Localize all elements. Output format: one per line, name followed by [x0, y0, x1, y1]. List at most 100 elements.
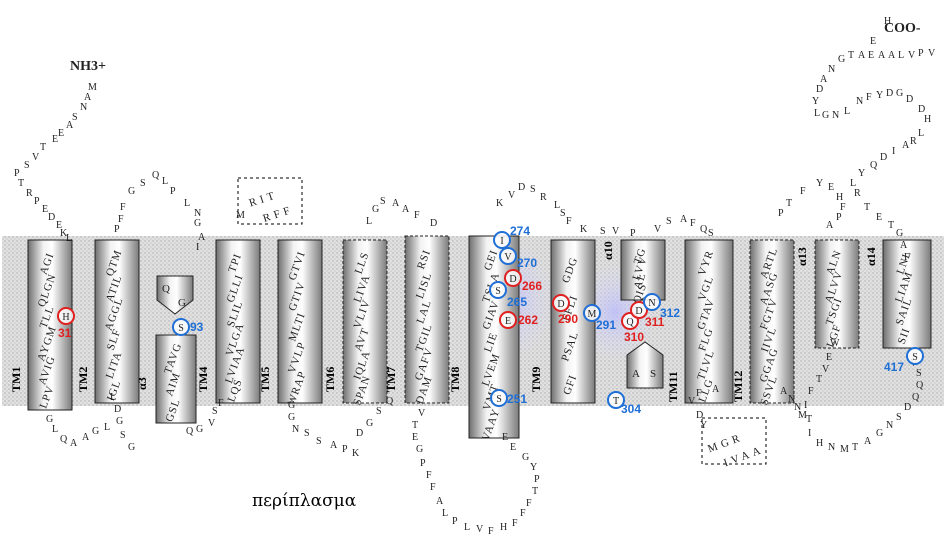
- dashed-box-seq: RFF: [261, 204, 295, 225]
- marked-residue-number: 251: [507, 392, 527, 406]
- loop-residue: P: [420, 458, 426, 469]
- loop-residue: N: [856, 96, 863, 107]
- loop-residue: G: [416, 444, 423, 455]
- marked-residue-circle: [490, 389, 508, 407]
- marked-residue-letter: T: [613, 396, 619, 407]
- loop-residue: H: [924, 114, 931, 125]
- loop-residue: T: [816, 374, 822, 385]
- marked-residue-letter: H: [62, 312, 69, 323]
- loop-residue: S: [666, 216, 672, 227]
- helix-label: TM5: [258, 367, 272, 392]
- loop-residue: N: [828, 64, 835, 75]
- loop-residue: V: [822, 364, 830, 375]
- loop-residue: E: [870, 36, 876, 47]
- loop-residue: D: [48, 212, 55, 223]
- marked-residue-circle: [504, 269, 522, 287]
- loop-residue: Q: [700, 224, 708, 235]
- loop-residue: S: [140, 178, 146, 189]
- helix-label: α3: [135, 377, 149, 390]
- loop-residue: A: [858, 50, 866, 61]
- marked-residue-number: 417: [884, 360, 904, 374]
- helix-cylinder: [215, 239, 261, 404]
- periplasm-label: περίπλασμα: [252, 491, 357, 511]
- loop-residue: F: [808, 386, 814, 397]
- marked-residue-letter: S: [496, 394, 502, 405]
- loop-residue: A: [900, 240, 908, 251]
- loop-residue: F: [696, 388, 702, 399]
- loop-residue: P: [170, 186, 176, 197]
- marked-residue-circle: [57, 307, 75, 325]
- loop-residue: H: [500, 522, 507, 533]
- dashed-box-loop: [701, 417, 767, 465]
- marked-residue-number: 31: [58, 326, 72, 340]
- loop-residue: R: [540, 192, 547, 203]
- loop-residue: D: [114, 404, 121, 415]
- loop-residue: G: [116, 416, 123, 427]
- loop-residue: S: [72, 112, 78, 123]
- loop-residue: F: [690, 218, 696, 229]
- loop-residue: V: [612, 226, 620, 237]
- loop-residue: T: [888, 220, 894, 231]
- marked-residue-number: 265: [507, 295, 527, 309]
- marked-residue-circle: [552, 294, 570, 312]
- loop-residue: I: [808, 428, 811, 439]
- helix-cylinder: [27, 239, 73, 411]
- helix-label: α10: [601, 241, 615, 260]
- loop-residue: L: [52, 424, 58, 435]
- loop-residue: N: [80, 102, 87, 113]
- loop-residue: P: [34, 196, 40, 207]
- marked-residue-circle: [493, 231, 511, 249]
- dashed-box-seq: RIT: [248, 189, 280, 210]
- loop-residue: P: [452, 516, 458, 527]
- loop-residue: S: [896, 412, 902, 423]
- marked-residue-letter: E: [505, 316, 511, 327]
- loop-residue: E: [58, 128, 64, 139]
- loop-residue: P: [114, 224, 120, 235]
- loop-residue: F: [800, 186, 806, 197]
- loop-residue: S: [24, 160, 30, 171]
- loop-residue: V: [688, 396, 696, 407]
- marked-residue-number: 310: [624, 330, 644, 344]
- loop-residue: G: [522, 452, 529, 463]
- marked-residue-letter: S: [495, 286, 501, 297]
- marked-residue-circle: [630, 301, 648, 319]
- loop-residue: E: [412, 432, 418, 443]
- marked-residue-number: 262: [518, 313, 538, 327]
- alpha3-cap-residue: G: [178, 297, 186, 309]
- loop-residue: P: [534, 474, 540, 485]
- loop-residue: A: [864, 436, 872, 447]
- marked-residue-circle: [172, 318, 190, 336]
- loop-residue: L: [162, 176, 168, 187]
- loop-residue: V: [928, 48, 936, 59]
- loop-residue: K: [352, 448, 360, 459]
- loop-residue: P: [630, 228, 636, 239]
- loop-residue: M: [236, 210, 245, 221]
- loop-residue: P: [14, 168, 20, 179]
- loop-residue: A: [780, 386, 788, 397]
- loop-residue: P: [778, 208, 784, 219]
- loop-residue: E: [876, 212, 882, 223]
- loop-residue: P: [918, 48, 924, 59]
- marked-residue-letter: S: [178, 323, 184, 334]
- helix-cylinder: [342, 239, 388, 404]
- loop-residue: Y: [876, 90, 883, 101]
- marked-residue-circle: [583, 304, 601, 322]
- marked-residue-letter: D: [509, 274, 516, 285]
- loop-residue: G: [366, 418, 373, 429]
- loop-residue: D: [886, 88, 893, 99]
- loop-residue: A: [902, 140, 910, 151]
- loop-residue: L: [850, 178, 856, 189]
- loop-residue: Q: [60, 434, 68, 445]
- loop-residue: S: [316, 436, 322, 447]
- marked-residue-letter: V: [504, 252, 512, 263]
- loop-residue: P: [342, 444, 348, 455]
- loop-residue: D: [880, 152, 887, 163]
- helix-label: TM12: [731, 371, 745, 402]
- loop-residue: E: [868, 50, 874, 61]
- helix-label: α13: [795, 247, 809, 266]
- loop-residue: G: [838, 54, 845, 65]
- loop-residue: L: [366, 216, 372, 227]
- loop-residue: G: [822, 110, 829, 121]
- c-terminus-label: COO-: [884, 21, 921, 36]
